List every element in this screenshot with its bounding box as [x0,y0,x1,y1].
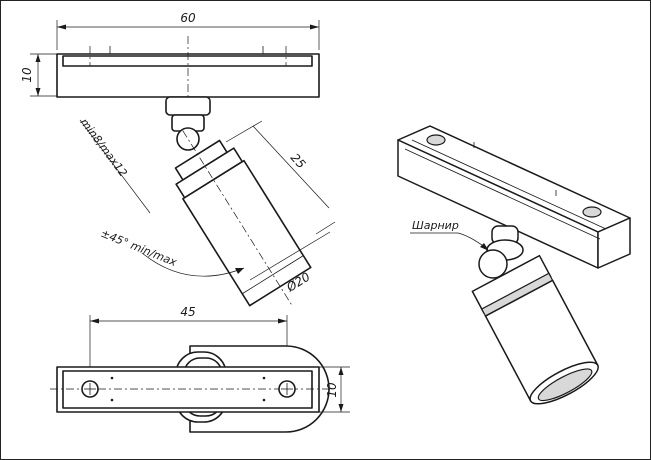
marker-dot [110,376,114,380]
screw-left [81,380,99,398]
tilted-head: min8/max12 25 Ø20 ±45° min/max [78,116,336,307]
head-axis [182,130,292,305]
top-view: 60 10 [20,11,320,151]
joint-neck [165,96,211,116]
dim-bottom-width: 45 [180,305,195,319]
callout-hinge: Шарнир [412,219,459,232]
marker-dot [110,398,114,402]
iso-screw [582,206,602,218]
dim-line-dia [249,231,331,281]
dim-top-width: 60 [180,11,196,25]
ext-line [225,120,263,143]
dim-line-25 [252,125,330,209]
iso-bar-end [597,217,631,269]
iso-bar-groove [411,139,607,230]
adapter-top-flange [62,55,313,67]
dim-head-length: 25 [288,151,309,172]
tilt-arc [141,252,245,277]
iso-hinge-ball [478,249,508,279]
dim-line-joint [79,119,151,214]
iso-bar-groove [404,148,601,240]
arrow [338,404,344,412]
arrow [90,318,99,324]
adapter-plan-inner [62,370,313,409]
iso-screw [426,134,446,146]
marker-dot [262,376,266,380]
dim-tilt-angle: ±45° min/max [99,227,179,269]
marker-dot [262,398,266,402]
arrow [278,318,287,324]
isometric-view: Шарнир [397,125,631,405]
iso-head-lens [537,368,593,402]
arrow [35,54,41,62]
arrow [35,88,41,96]
dim-top-height: 10 [20,67,34,83]
arrow [310,24,319,30]
screw-right [278,380,296,398]
ext-line [315,221,336,235]
dim-joint-length: min8/max12 [78,116,130,179]
arrow [235,268,244,274]
arrow [338,367,344,375]
bottom-view: 45 10 [50,305,350,433]
dim-bottom-height: 10 [325,382,339,398]
hinge-ball [176,127,200,151]
arrow [480,243,489,251]
head-front-edge [242,255,304,295]
arrow [57,24,66,30]
